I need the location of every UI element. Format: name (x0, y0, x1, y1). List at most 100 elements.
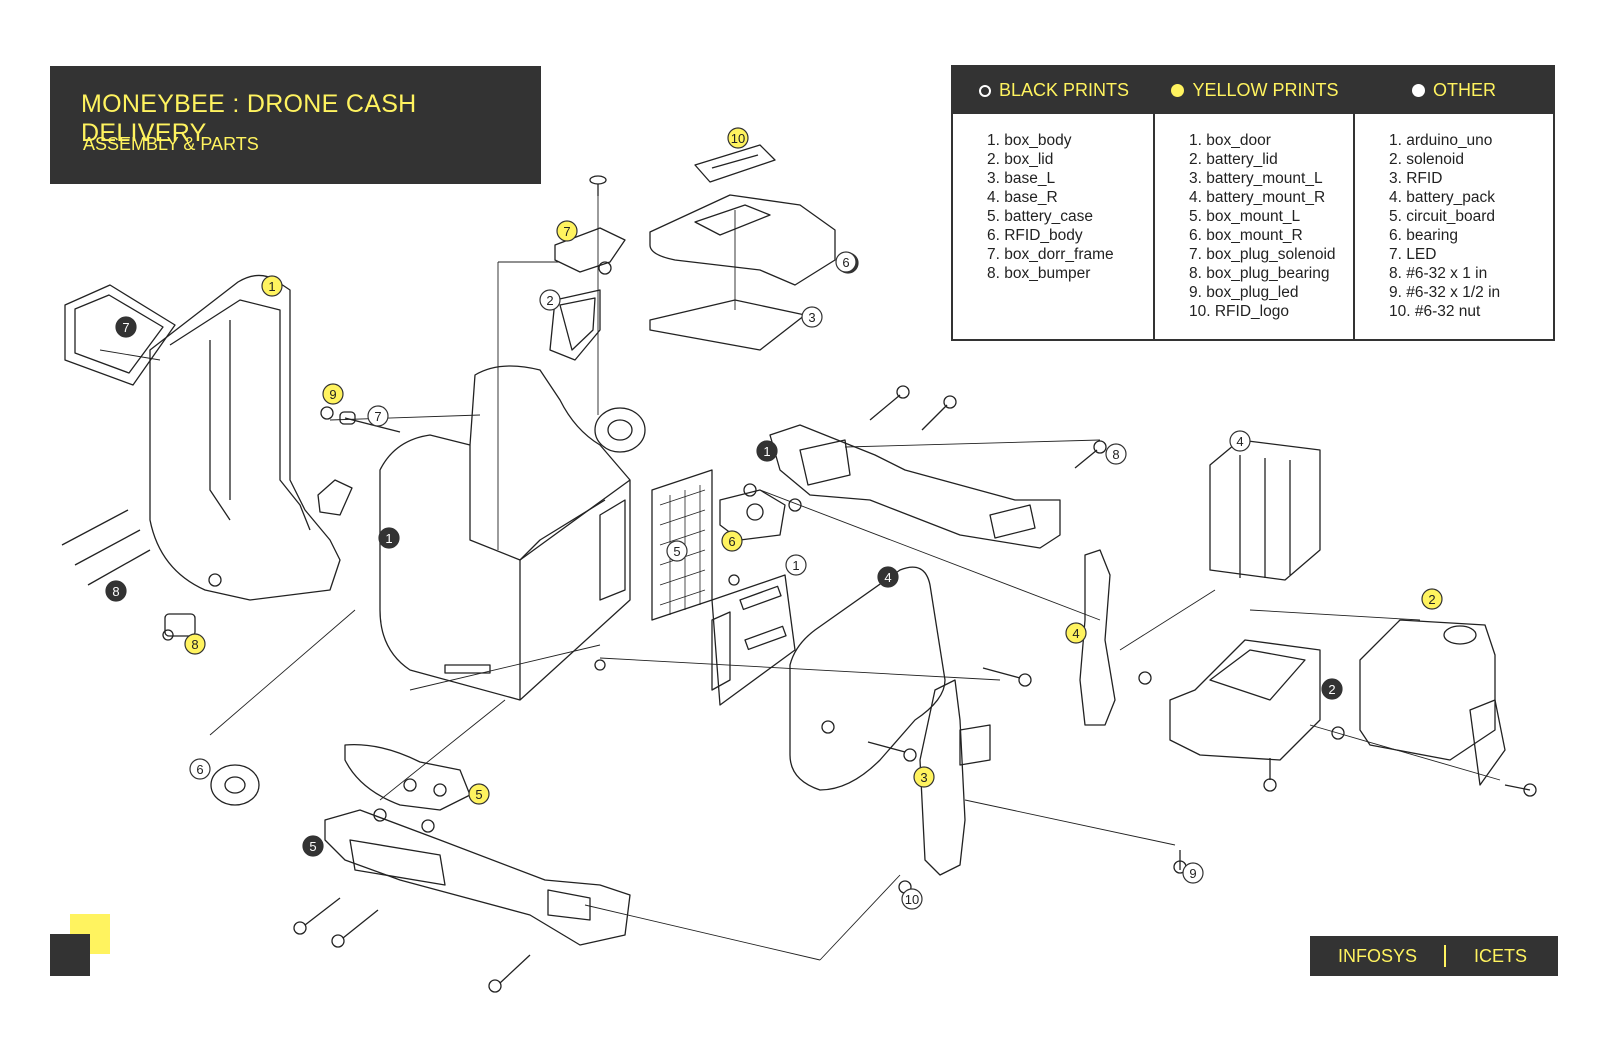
legend-heading: BLACK PRINTS (998, 80, 1130, 100)
white-callout: 9 (1182, 862, 1204, 884)
yellow-callout: 3 (913, 766, 935, 788)
callout-number: 1 (763, 444, 770, 459)
legend-column-yellow: YELLOW PRINTS 1. box_door 2. battery_lid… (1153, 67, 1355, 339)
list-item: 1. box_door (1189, 132, 1271, 149)
callout-circle (105, 580, 127, 602)
yellow-dot-icon (1171, 84, 1185, 97)
yellow-callout: 5 (468, 783, 490, 805)
base-l-part (324, 809, 631, 946)
callout-circle (367, 405, 389, 427)
battery-lid-part (789, 566, 946, 791)
callout-circle (721, 530, 743, 552)
bearing-part-top (594, 407, 646, 453)
list-item: 9. box_plug_led (1189, 284, 1299, 301)
callout-number: 5 (475, 787, 482, 802)
list-item: 4. battery_pack (1389, 189, 1495, 206)
list-item: 3. battery_mount_L (1189, 170, 1323, 187)
list-item: 5. circuit_board (1389, 208, 1495, 225)
list-item: 7. box_plug_solenoid (1189, 246, 1336, 263)
callout-circle (115, 316, 137, 338)
callout-number: 1 (385, 531, 392, 546)
screws-upper (869, 385, 1107, 469)
callout-circle (901, 888, 923, 910)
list-item: 10. #6-32 nut (1389, 303, 1481, 320)
callout-number: 2 (1328, 682, 1335, 697)
page-title: MONEYBEE : DRONE CASH DELIVERY (81, 90, 417, 147)
legend-list-yellow: 1. box_door 2. battery_lid 3. battery_mo… (1155, 114, 1355, 321)
black-callout: 4 (877, 566, 899, 588)
rfid-card-part (649, 299, 806, 351)
battery-mount-r-part (1079, 549, 1116, 726)
legend-heading: OTHER (1433, 80, 1496, 100)
legend-header-other: OTHER (1355, 67, 1553, 114)
white-callout: 7 (367, 405, 389, 427)
callout-circle (785, 554, 807, 576)
list-item: 6. box_mount_R (1189, 227, 1303, 244)
legend-column-black: BLACK PRINTS 1. box_body 2. box_lid 3. b… (953, 67, 1155, 339)
white-callout: 6 (835, 251, 857, 273)
list-item: 6. bearing (1389, 227, 1458, 244)
footer-divider (1444, 945, 1446, 967)
white-callout: 6 (189, 758, 211, 780)
list-item: 2. battery_lid (1189, 151, 1278, 168)
box-mount-l-part (344, 743, 471, 811)
white-callout: 5 (666, 540, 688, 562)
callout-number: 4 (1236, 434, 1243, 449)
callout-number: 2 (1428, 592, 1435, 607)
rfid-logo-part (694, 144, 776, 183)
screw-top (589, 175, 607, 196)
black-callout: 5 (302, 835, 324, 857)
callout-number: 3 (808, 310, 815, 325)
callout-number: 2 (546, 293, 553, 308)
callout-number: 8 (1112, 447, 1119, 462)
list-item: 5. battery_case (987, 208, 1093, 225)
list-item: 1. arduino_uno (1389, 132, 1493, 149)
yellow-callout: 2 (1421, 588, 1443, 610)
bearing-part-bottom (210, 764, 260, 806)
footer-right-label: ICETS (1474, 945, 1528, 966)
footer-left-label: INFOSYS (1338, 945, 1418, 966)
list-item: 8. #6-32 x 1 in (1389, 265, 1488, 282)
list-item: 5. box_mount_L (1189, 208, 1301, 225)
callout-circle (756, 440, 778, 462)
black-callout: 1 (378, 527, 400, 549)
black-callout: 8 (105, 580, 127, 602)
list-item: 8. box_bumper (987, 265, 1091, 282)
list-item: 2. solenoid (1389, 151, 1464, 168)
corner-dark-square (50, 934, 90, 976)
box-body-part (379, 365, 631, 701)
callout-circle (1105, 443, 1127, 465)
white-dot-icon (1412, 84, 1425, 97)
yellow-callout: 4 (1065, 622, 1087, 644)
list-item: 4. battery_mount_R (1189, 189, 1326, 206)
callout-number: 1 (792, 558, 799, 573)
screws-middle (867, 667, 1032, 762)
legend-header-black: BLACK PRINTS (953, 67, 1155, 114)
callout-number: 8 (112, 584, 119, 599)
callout-circle (556, 220, 578, 242)
callout-circle (1229, 430, 1251, 452)
black-callout: 2 (1321, 678, 1343, 700)
callouts: 1781425319871065432276384516109 (105, 127, 1443, 910)
callout-circle (1182, 862, 1204, 884)
list-item: 2. box_lid (987, 151, 1054, 168)
callout-circle (1065, 622, 1087, 644)
rfid-body-part (649, 194, 836, 286)
callout-number: 6 (842, 255, 849, 270)
callout-circle (302, 835, 324, 857)
white-callout: 10 (901, 888, 923, 910)
box-door-part (149, 274, 341, 601)
white-callout: 4 (1229, 430, 1251, 452)
callout-circle (184, 633, 206, 655)
base-r-part (769, 424, 1061, 549)
list-item: 3. base_L (987, 170, 1056, 187)
box-plug-solenoid-part (554, 227, 626, 275)
box-bumper-part (162, 613, 196, 641)
callout-circle (727, 127, 749, 149)
black-callout: 7 (115, 316, 137, 338)
list-item: 4. base_R (987, 189, 1058, 206)
list-item: 6. RFID_body (987, 227, 1083, 244)
callout-number: 10 (731, 131, 745, 146)
yellow-callout: 1 (261, 275, 283, 297)
